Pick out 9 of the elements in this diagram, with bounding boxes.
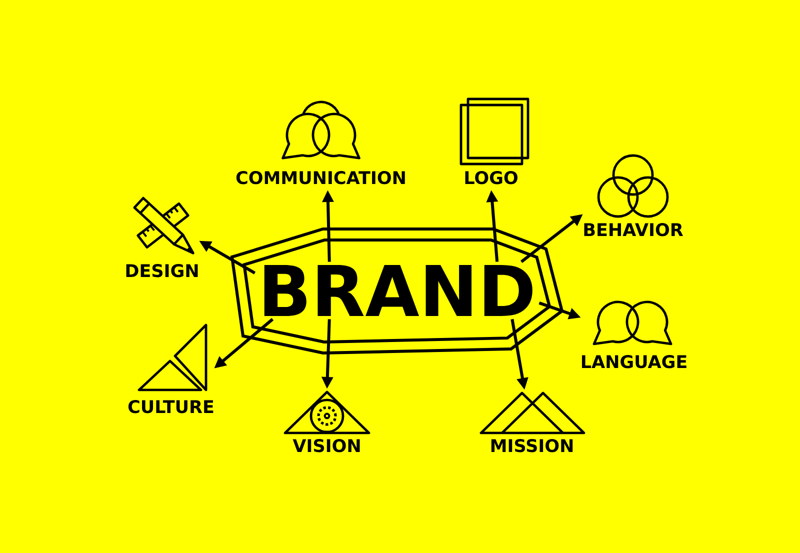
category-label: DESIGN bbox=[126, 264, 198, 278]
category-label: MISSION bbox=[491, 439, 573, 452]
category-label: VISION bbox=[292, 439, 360, 452]
category-label: LOGO bbox=[465, 171, 518, 184]
central-label: BRAND bbox=[264, 264, 532, 316]
category-label: CULTURE bbox=[128, 400, 214, 414]
category-label: LANGUAGE bbox=[582, 355, 686, 368]
category-label: BEHAVIOR bbox=[584, 223, 684, 236]
category-label: COMMUNICATION bbox=[236, 171, 405, 184]
